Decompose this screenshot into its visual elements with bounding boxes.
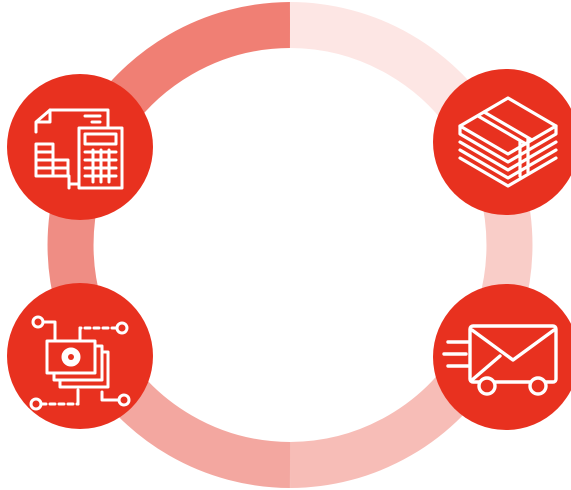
node-mail-delivery-truck bbox=[433, 284, 571, 430]
money-transfer-network-icon bbox=[29, 315, 131, 411]
mail-delivery-truck-icon bbox=[442, 324, 558, 396]
money-stack-icon bbox=[458, 96, 558, 188]
node-money-stack bbox=[433, 69, 571, 215]
node-documents-calculator bbox=[7, 74, 153, 220]
node-money-transfer-network bbox=[7, 283, 153, 429]
documents-calculator-icon bbox=[34, 108, 124, 190]
